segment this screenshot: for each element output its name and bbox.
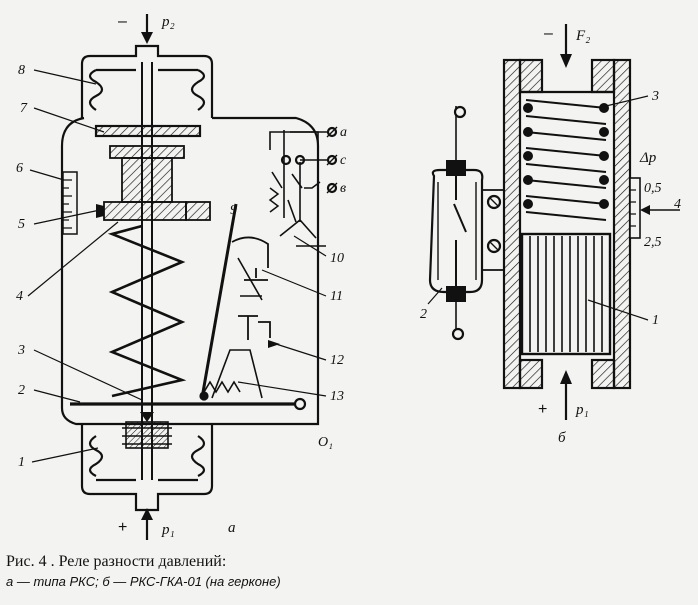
bracket-11 (231, 236, 269, 281)
label-10: 10 (330, 251, 344, 266)
nut-4 (103, 201, 187, 221)
spring-13 (203, 380, 241, 394)
cylinder-right-wall (612, 58, 632, 390)
label-b-4: 4 (674, 197, 681, 212)
caption-line-2: a — типа РКС; б — РКС-ГКА-01 (на герконе… (6, 572, 446, 591)
label-o1: O₁ (318, 435, 333, 450)
reed-switch-2 (428, 168, 484, 294)
label-11: 11 (330, 289, 343, 304)
diagram-a-labels: – p₂ 8 7 6 5 4 3 2 1 9 a c в 10 11 12 13… (16, 13, 347, 538)
delta-p-label: Δp (639, 150, 657, 166)
caption-title: . Реле разности давлений: (46, 553, 227, 570)
sub-label-b: б (558, 430, 566, 446)
switch-spring (268, 187, 280, 213)
caption-line-1: Рис. 4 . Реле разности давлений: (6, 552, 446, 572)
caption-a: a (6, 574, 14, 589)
p1b-label: p₁ (575, 402, 589, 418)
label-2: 2 (18, 383, 25, 398)
f2-arrow (560, 54, 572, 68)
bottom-bellows-right (190, 435, 206, 477)
main-spring-3 (107, 224, 187, 398)
relay-diagram: – p₂ 8 7 6 5 4 3 2 1 9 a c в 10 11 12 13… (16, 13, 681, 540)
top-bellows-left (88, 69, 104, 111)
scale-05: 0,5 (644, 181, 662, 196)
label-b-1: 1 (652, 313, 659, 328)
bottom-bellows-left (88, 435, 104, 477)
lever-9 (200, 203, 238, 399)
label-b-3: 3 (651, 89, 659, 104)
label-6: 6 (16, 161, 23, 176)
pointer-5 (96, 204, 104, 218)
p1-arrow-b (560, 370, 572, 384)
p1b-plus: + (538, 401, 547, 418)
figure-caption: Рис. 4 . Реле разности давлений: a — тип… (6, 552, 446, 591)
label-5: 5 (18, 217, 25, 232)
adjust-nut (121, 157, 173, 203)
diagram-b (427, 24, 680, 420)
caption-fig: Рис. 4 (6, 553, 47, 570)
label-b-2: 2 (420, 307, 427, 322)
scale-6 (62, 171, 78, 235)
top-bellows-right (190, 69, 206, 111)
label-4: 4 (16, 289, 23, 304)
caption-a-text: — типа РКС; (13, 574, 103, 589)
sub-label-a: a (228, 520, 236, 536)
label-13: 13 (330, 389, 344, 404)
label-7: 7 (20, 101, 28, 116)
label-term-a: a (340, 125, 347, 140)
scale-b (629, 177, 641, 239)
f2-label: F₂ (575, 28, 590, 44)
main-casing (60, 116, 320, 426)
pivot-o1 (293, 397, 307, 411)
scale-25: 2,5 (644, 235, 662, 250)
p2-minus: – (118, 13, 127, 30)
label-term-v: в (340, 181, 346, 196)
spring-3 (523, 99, 609, 221)
cylinder-left-wall (502, 58, 522, 390)
p1-plus: + (118, 519, 127, 536)
magnet-piston-1 (520, 232, 612, 356)
label-3: 3 (17, 343, 25, 358)
diagram-a (27, 14, 338, 540)
reed-terminal-bottom (451, 327, 465, 341)
top-bellows-housing (80, 44, 214, 118)
reed-terminal-top (453, 105, 467, 119)
pointer-4 (640, 205, 650, 215)
label-9: 9 (230, 203, 237, 218)
f2-minus: – (544, 25, 553, 42)
support-7 (94, 124, 202, 138)
stop-12 (268, 340, 280, 348)
diagram-b-labels: – F₂ 3 Δp 0,5 4 2,5 1 2 + p₁ б (420, 25, 681, 446)
label-1: 1 (18, 455, 25, 470)
p2-label: p₂ (161, 14, 175, 30)
p1-label: p₁ (161, 522, 175, 538)
label-12: 12 (330, 353, 344, 368)
label-8: 8 (18, 63, 25, 78)
caption-b: б (102, 574, 110, 589)
caption-b-text: — РКС-ГКА-01 (на герконе) (109, 574, 281, 589)
label-term-c: c (340, 153, 347, 168)
